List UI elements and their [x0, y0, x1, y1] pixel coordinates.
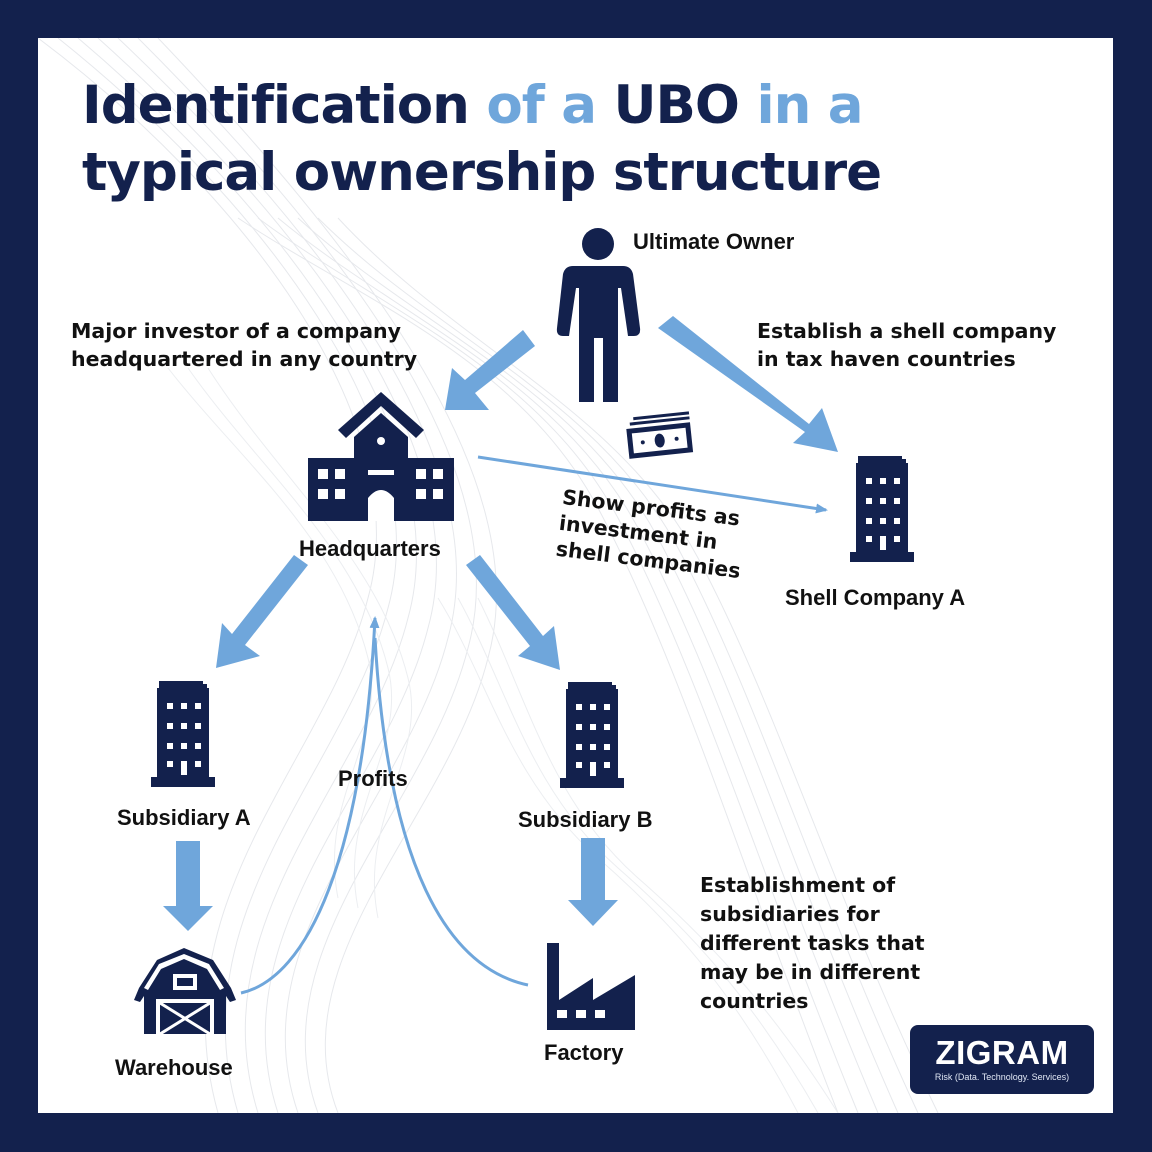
title-part-3: UBO — [613, 75, 757, 136]
arrow-owner-to-shell-company — [658, 316, 838, 452]
title-line-2: typical ownership structure — [82, 142, 882, 203]
node-label-subsidiary-b: Subsidiary B — [518, 807, 653, 832]
annotation-line: Establish a shell company — [757, 319, 1057, 343]
node-label-shell-company-a: Shell Company A — [785, 585, 966, 610]
node-label-warehouse: Warehouse — [115, 1055, 233, 1080]
arrow-owner-to-headquarters — [445, 330, 535, 410]
profit-curve-warehouse — [240, 616, 380, 995]
annotation-profits: Profits — [338, 766, 408, 791]
annotation-line: Major investor of a company — [71, 319, 401, 343]
node-label-ultimate-owner: Ultimate Owner — [633, 229, 795, 254]
profit-curve-factory — [373, 637, 529, 987]
node-label-factory: Factory — [544, 1040, 624, 1065]
barn-icon — [134, 948, 236, 1036]
node-label-headquarters: Headquarters — [299, 536, 441, 561]
school-building-icon — [308, 392, 454, 521]
arrow-subsidiary-b-to-factory — [568, 838, 618, 926]
office-building-icon-subsidiary-b — [560, 682, 624, 788]
annotation-line: headquartered in any country — [71, 347, 418, 371]
annotation-major-investor: Major investor of a company headquartere… — [71, 317, 417, 373]
annotation-establishment: Establishment of subsidiaries for differ… — [700, 871, 925, 1016]
title-part-4: in a — [756, 75, 863, 136]
background-wave-decoration — [38, 38, 939, 1113]
zigram-logo: ZIGRAM Risk (Data. Technology. Services) — [910, 1025, 1094, 1094]
logo-brand: ZIGRAM — [935, 1034, 1069, 1071]
title-part-1: Identification — [82, 75, 487, 136]
annotation-establish-shell: Establish a shell company in tax haven c… — [757, 317, 1056, 373]
node-label-subsidiary-a: Subsidiary A — [117, 805, 251, 830]
ownership-diagram — [134, 228, 914, 1036]
arrow-subsidiary-a-to-warehouse — [163, 841, 213, 931]
annotation-line: Establishment of — [700, 873, 896, 897]
annotation-line: different tasks that — [700, 931, 925, 955]
person-icon — [556, 228, 641, 402]
money-icon — [626, 411, 694, 459]
annotation-line: subsidiaries for — [700, 902, 880, 926]
annotation-line: countries — [700, 989, 809, 1013]
office-building-icon-subsidiary-a — [151, 681, 215, 787]
arrow-headquarters-to-subsidiary-a — [216, 555, 308, 668]
annotation-line: may be in different — [700, 960, 921, 984]
arrow-headquarters-to-shell-thin — [477, 455, 828, 514]
office-building-icon-shell — [850, 456, 914, 562]
annotation-line: in tax haven countries — [757, 347, 1016, 371]
arrow-headquarters-to-subsidiary-b — [466, 555, 560, 670]
logo-tagline: Risk (Data. Technology. Services) — [934, 1072, 1070, 1082]
title-part-2: of a — [486, 75, 614, 136]
factory-icon — [547, 943, 635, 1030]
